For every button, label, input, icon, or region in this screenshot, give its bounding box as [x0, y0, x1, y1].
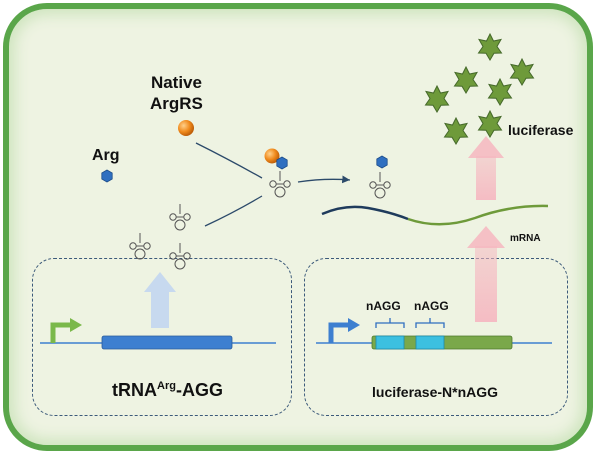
nagg-segment-1 — [375, 335, 405, 350]
nagg-segment-2 — [415, 335, 445, 350]
nagg-label-1: nAGG — [366, 299, 401, 313]
luciferase-star-icon — [478, 33, 502, 61]
luciferase-star-icon — [444, 117, 468, 145]
mrna-strand — [321, 205, 409, 221]
native-label-line2: ArgRS — [150, 94, 203, 113]
nagg-label-2: nAGG — [414, 299, 449, 313]
native-label-line1: Native — [150, 73, 202, 92]
arg-label: Arg — [92, 147, 120, 164]
complex-trna-icon — [269, 170, 291, 198]
luciferase-star-icon — [478, 110, 502, 138]
argrs-ball-icon — [178, 120, 194, 136]
free-trna-icon — [169, 203, 191, 231]
nagg-bracket-2 — [415, 318, 445, 328]
expression-arrow-lower — [467, 226, 505, 322]
luciferase-star-icon — [488, 78, 512, 106]
complex-arg-hexagon-icon — [276, 156, 288, 170]
transcription-arrow — [144, 272, 176, 328]
free-trna-icon — [169, 242, 191, 270]
reporter-gene-box — [304, 258, 568, 416]
native-argrs-label: Native ArgRS — [150, 72, 203, 114]
mrna-strand-tail — [407, 204, 549, 226]
trna-gene-box — [32, 258, 292, 416]
expression-arrow-upper — [468, 136, 504, 200]
charging-arrow — [297, 175, 351, 184]
luciferase-label: luciferase — [508, 122, 574, 138]
luciferase-star-icon — [425, 85, 449, 113]
cell-background — [3, 3, 593, 451]
trna-gene-body — [101, 335, 233, 350]
trna-gene-label: tRNAArg-AGG — [112, 380, 223, 401]
trna-path-line — [204, 195, 263, 227]
arg-hexagon-icon — [101, 169, 113, 183]
argrs-path-line — [195, 142, 263, 179]
trna-label-suffix: -AGG — [175, 380, 223, 400]
nagg-bracket-1 — [375, 318, 405, 328]
trna-label-base: tRNA — [112, 380, 157, 400]
free-trna-icon — [129, 232, 151, 260]
promoter-arrow-icon — [328, 318, 360, 343]
mrna-label: mRNA — [510, 233, 541, 244]
complex-argrs-ball-icon — [264, 148, 280, 164]
luciferase-star-icon — [454, 66, 478, 94]
charged-arg-hexagon-icon — [376, 155, 388, 169]
luciferase-star-icon — [510, 58, 534, 86]
promoter-arrow-icon — [50, 318, 82, 343]
charged-trna-icon — [369, 171, 391, 199]
trna-label-sup: Arg — [157, 380, 176, 392]
reporter-gene-label: luciferase-N*nAGG — [372, 384, 499, 400]
